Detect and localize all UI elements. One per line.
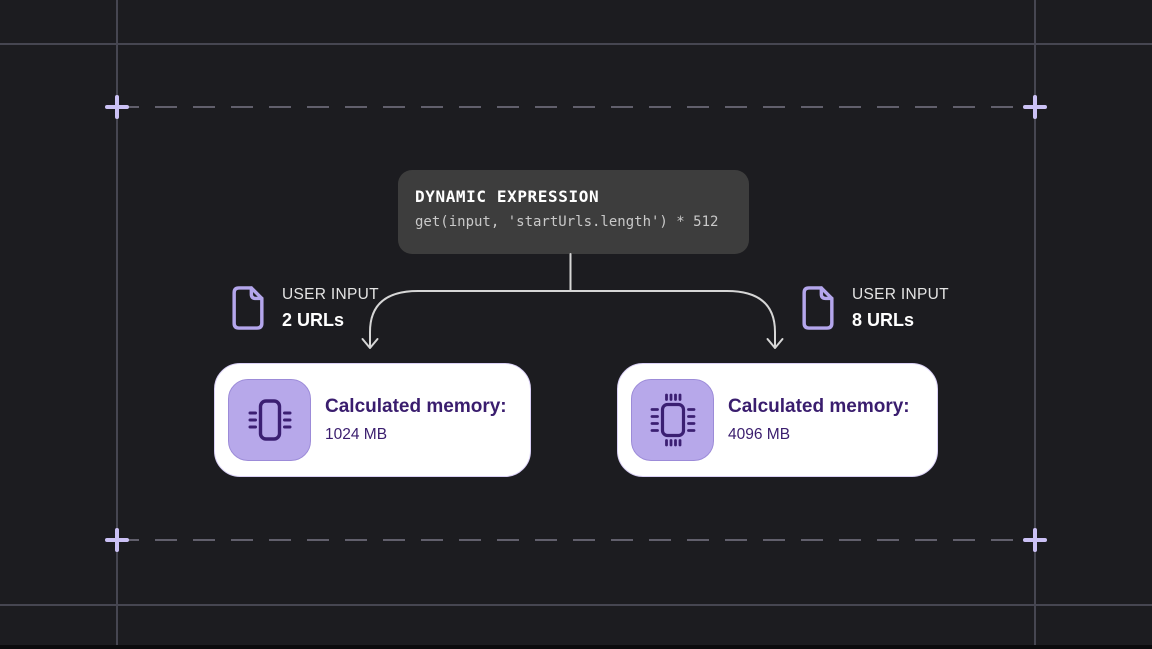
calculated-memory-card-left: Calculated memory: 1024 MB [214, 363, 531, 477]
user-input-value: 2 URLs [282, 309, 345, 330]
dynamic-expression-box: DYNAMIC EXPRESSION get(input, 'startUrls… [398, 170, 749, 254]
calculated-memory-value: 1024 MB [325, 426, 388, 444]
plus-marker-icon [1023, 528, 1047, 552]
dynamic-expression-code: get(input, 'startUrls.length') * 512 [415, 214, 719, 231]
document-icon [797, 284, 839, 332]
plus-marker-icon [105, 528, 129, 552]
calculated-memory-value: 4096 MB [728, 426, 791, 444]
bottom-edge-strip [0, 645, 1152, 649]
calculated-memory-card-right: Calculated memory: 4096 MB [617, 363, 938, 477]
chip-icon-tile [228, 379, 311, 461]
branch-connector-arrows [361, 253, 784, 349]
user-input-label: USER INPUT [852, 286, 949, 303]
guide-horizontal-line-bottom [0, 604, 1152, 606]
guide-vertical-line-left [116, 0, 118, 645]
guide-horizontal-line-top [0, 43, 1152, 45]
user-input-label: USER INPUT [282, 286, 379, 303]
document-icon [227, 284, 269, 332]
user-input-group-right: USER INPUT 8 URLs [797, 284, 949, 332]
guide-vertical-line-right [1034, 0, 1036, 645]
cpu-chip-icon [645, 392, 701, 448]
calculated-memory-title: Calculated memory: [325, 396, 507, 418]
guide-dashed-line-top [117, 105, 1035, 108]
ram-chip-icon [244, 394, 296, 446]
plus-marker-icon [105, 95, 129, 119]
chip-icon-tile [631, 379, 714, 461]
guide-dashed-line-bottom [117, 538, 1035, 541]
user-input-value: 8 URLs [852, 309, 915, 330]
dynamic-expression-title: DYNAMIC EXPRESSION [415, 187, 600, 206]
user-input-group-left: USER INPUT 2 URLs [227, 284, 379, 332]
calculated-memory-title: Calculated memory: [728, 396, 910, 418]
plus-marker-icon [1023, 95, 1047, 119]
